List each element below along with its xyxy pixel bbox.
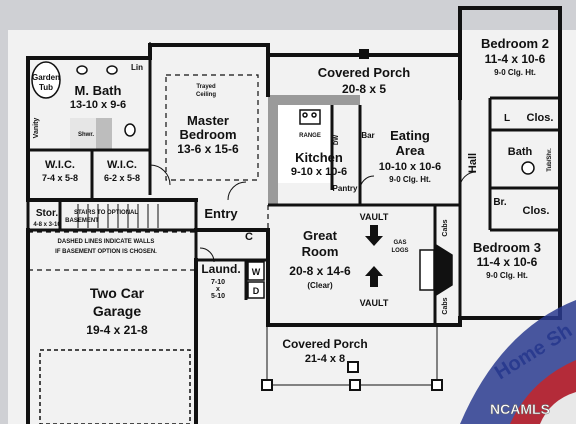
bedroom3-ceiling: 9-0 Clg. Ht. [486,271,528,280]
entry-label: Entry [204,206,238,221]
vault-top-label: VAULT [360,212,389,222]
master-bath-dims: 13-10 x 9-6 [70,99,126,111]
covered-porch-bottom-label: Covered Porch [282,337,367,351]
dishwasher-label: DW [334,135,340,145]
cabinets-bottom-label: Cabs [442,297,449,314]
great-room-label-2: Room [302,244,339,259]
covered-porch-top-dims: 20-8 x 5 [342,82,386,96]
washer-label: W [252,267,261,277]
master-bedroom-dims: 13-6 x 15-6 [177,142,239,156]
tub-shower-label: Tub/Shr. [547,148,553,172]
closet-top-label: Clos. [527,112,554,124]
range-label: RANGE [299,133,321,139]
trayed-ceiling-label-1: Trayed [196,84,216,90]
basement-note-1: DASHED LINES INDICATE WALLS [58,239,155,245]
covered-porch-bottom-dims: 21-4 x 8 [305,353,345,365]
kitchen-dims: 9-10 x 10-6 [291,166,347,178]
linen-label: Lin [131,63,143,72]
linen-l-label: L [504,113,510,124]
closet-bottom-label: Clos. [523,205,550,217]
bedroom2-label: Bedroom 2 [481,36,549,51]
wic1-label: W.I.C. [45,159,75,171]
vanity-label: Vanity [33,118,40,139]
garden-tub-label-2: Tub [39,83,53,92]
eating-area-dims: 10-10 x 10-6 [379,161,441,173]
coat-closet-label: C [245,231,253,243]
eating-area-label-1: Eating [390,128,430,143]
master-bedroom-label-1: Master [187,113,229,128]
master-bedroom-label-2: Bedroom [179,127,236,142]
dryer-label: D [253,286,260,296]
watermark-logo [460,300,576,424]
vault-bottom-label: VAULT [360,298,389,308]
great-room-note: (Clear) [307,281,333,290]
storage-label: Stor. [36,208,58,219]
trayed-ceiling-label-2: Ceiling [196,92,216,98]
bedroom3-dims: 11-4 x 10-6 [477,255,538,269]
stairs-label-2: BASEMENT [65,218,99,224]
laundry-dims-1: 7-10 [211,279,225,286]
cabinets-top-label: Cabs [442,219,449,236]
master-bath-label: M. Bath [75,83,122,98]
wic1-dims: 7-4 x 5-8 [42,173,78,183]
bedroom-closet-br-label: Br. [493,197,507,208]
covered-porch-top-label: Covered Porch [318,65,411,80]
bath-label: Bath [508,146,533,158]
kitchen-label: Kitchen [295,150,343,165]
pantry-label: Pantry [333,184,358,193]
eating-area-label-2: Area [396,143,426,158]
hall-label: Hall [467,153,479,173]
bedroom2-dims: 11-4 x 10-6 [485,52,546,66]
shower-label: Shwr. [78,132,94,138]
garage-label-1: Two Car [90,285,145,301]
bedroom3-label: Bedroom 3 [473,240,541,255]
storage-dims: 4-8 x 3-10 [33,222,61,228]
stairs-label-1: STAIRS TO OPTIONAL [74,210,138,216]
gas-logs-label-2: LOGS [391,248,408,254]
great-room-label-1: Great [303,228,338,243]
gas-logs-label-1: GAS [393,240,406,246]
great-room-dims: 20-8 x 14-6 [289,264,351,278]
laundry-dims-3: 5-10 [211,293,225,300]
laundry-label: Laund. [201,262,240,276]
garage-label-2: Garage [93,303,141,319]
basement-note-2: IF BASEMENT OPTION IS CHOSEN. [55,249,157,255]
eating-area-ceiling: 9-0 Clg. Ht. [389,175,431,184]
bar-label: Bar [361,131,374,140]
garage-dims: 19-4 x 21-8 [86,323,148,337]
wic2-dims: 6-2 x 5-8 [104,173,140,183]
wic2-label: W.I.C. [107,159,137,171]
garden-tub-label-1: Garden [32,73,60,82]
bedroom2-ceiling: 9-0 Clg. Ht. [494,68,536,77]
watermark-brand: NCAMLS [490,401,550,417]
laundry-dims-2: x [216,286,220,293]
